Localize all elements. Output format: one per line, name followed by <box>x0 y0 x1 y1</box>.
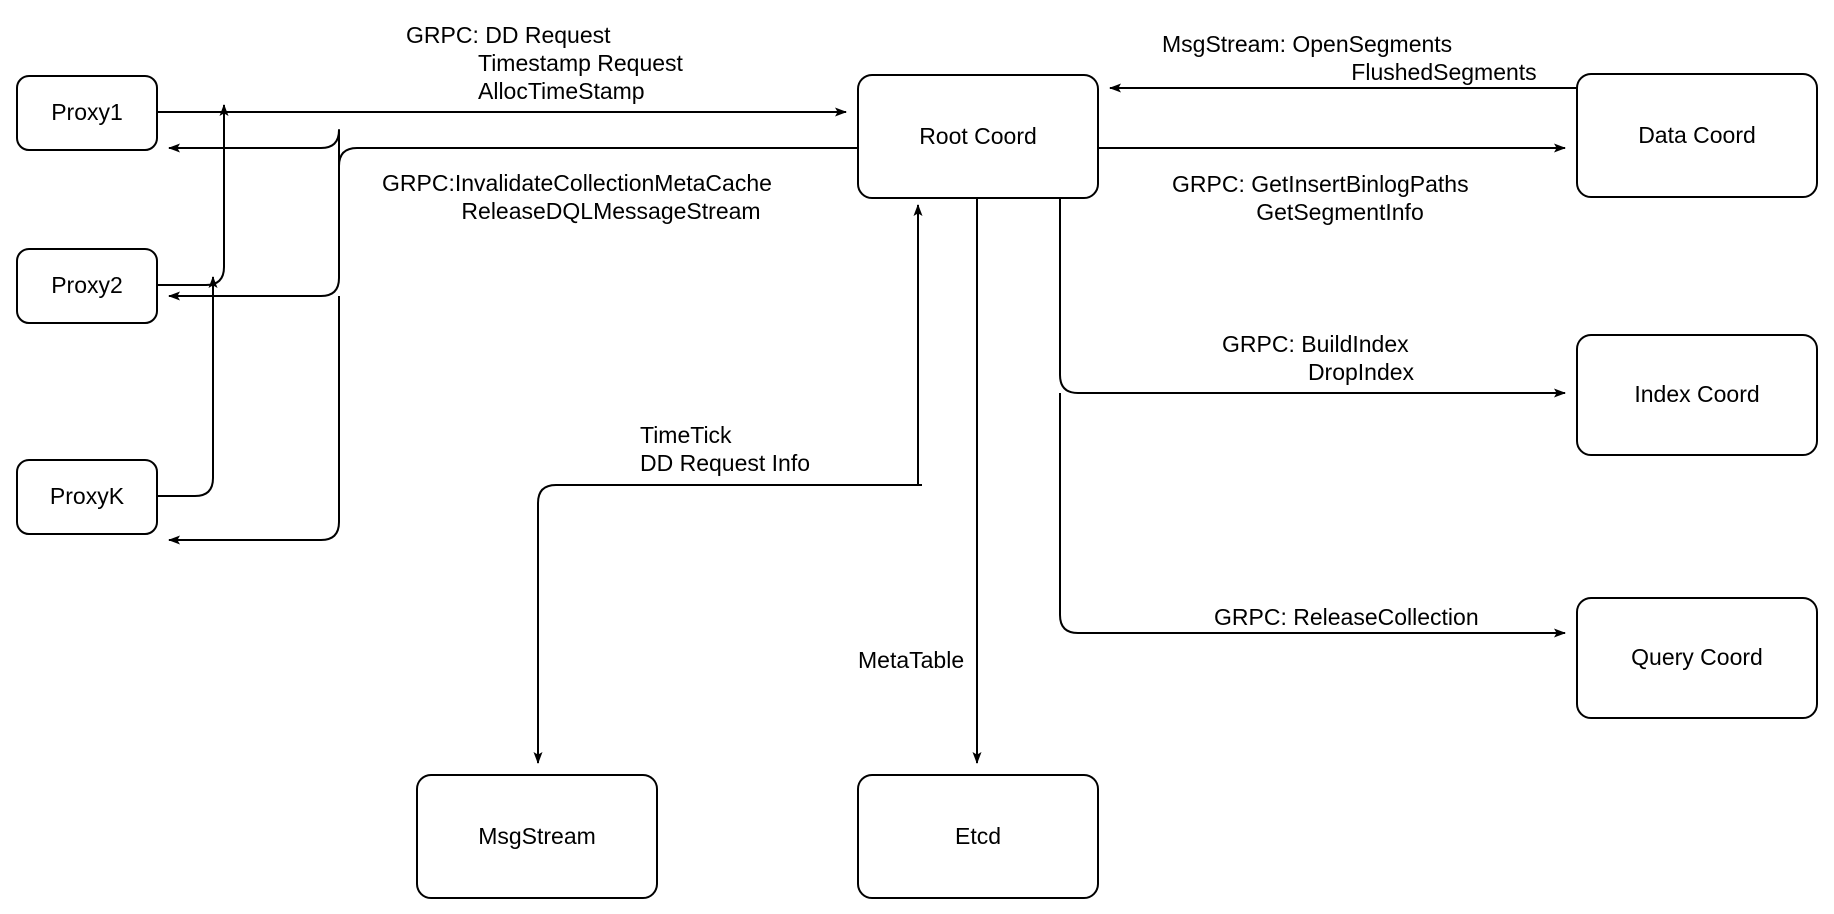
edge-rootcoord-to-msgstream <box>533 484 922 764</box>
node-etcd[interactable]: Etcd <box>857 774 1099 899</box>
label-rootcoord-to-indexcoord: GRPC: BuildIndex DropIndex <box>1222 331 1415 385</box>
label-rootcoord-to-proxy: GRPC:InvalidateCollectionMetaCache Relea… <box>382 170 772 224</box>
node-proxyk[interactable]: ProxyK <box>16 459 158 535</box>
label-rootcoord-to-msgstream-line2: DD Request Info <box>640 450 810 476</box>
node-root-coord-label: Root Coord <box>919 123 1037 149</box>
node-root-coord-shape[interactable] <box>857 74 1099 199</box>
node-etcd-shape[interactable] <box>857 774 1099 899</box>
node-index-coord-shape[interactable] <box>1576 334 1818 456</box>
label-rootcoord-to-msgstream: TimeTick DD Request Info <box>640 422 810 476</box>
node-index-coord[interactable]: Index Coord <box>1576 334 1818 456</box>
node-proxy1[interactable]: Proxy1 <box>16 75 158 151</box>
edge-proxy2-to-rootcoord <box>157 104 229 286</box>
label-rootcoord-to-etcd: MetaTable <box>858 647 964 673</box>
edge-rootcoord-to-querycoord <box>1059 393 1566 638</box>
label-proxy-to-rootcoord-line1: GRPC: DD Request <box>406 22 611 48</box>
label-rootcoord-to-datacoord-line2: GetSegmentInfo <box>1256 199 1424 225</box>
label-datacoord-to-rootcoord-line1: MsgStream: OpenSegments <box>1162 31 1452 57</box>
node-query-coord-label: Query Coord <box>1631 644 1763 670</box>
node-proxyk-shape[interactable] <box>16 459 158 535</box>
edge-rootcoord-to-proxy1 <box>168 129 858 167</box>
node-proxy1-label: Proxy1 <box>51 99 123 125</box>
node-root-coord[interactable]: Root Coord <box>857 74 1099 199</box>
label-datacoord-to-rootcoord-line2: FlushedSegments <box>1351 59 1536 85</box>
node-msgstream-label: MsgStream <box>478 823 596 849</box>
node-etcd-label: Etcd <box>955 823 1001 849</box>
label-rootcoord-to-datacoord: GRPC: GetInsertBinlogPaths GetSegmentInf… <box>1172 171 1469 225</box>
node-query-coord-shape[interactable] <box>1576 597 1818 719</box>
label-rootcoord-to-indexcoord-line2: DropIndex <box>1308 359 1415 385</box>
node-msgstream[interactable]: MsgStream <box>416 774 658 899</box>
node-msgstream-shape[interactable] <box>416 774 658 899</box>
label-rootcoord-to-datacoord-line1: GRPC: GetInsertBinlogPaths <box>1172 171 1469 197</box>
node-proxy2-shape[interactable] <box>16 248 158 324</box>
node-index-coord-label: Index Coord <box>1634 381 1759 407</box>
label-proxy-to-rootcoord-line3: AllocTimeStamp <box>478 78 645 104</box>
edge-rootcoord-to-indexcoord <box>1059 198 1566 398</box>
label-rootcoord-to-msgstream-line1: TimeTick <box>640 422 732 448</box>
edge-rootcoord-to-proxy2 <box>168 148 340 301</box>
node-proxy2-label: Proxy2 <box>51 272 123 298</box>
node-data-coord-label: Data Coord <box>1638 122 1756 148</box>
label-rootcoord-to-querycoord: GRPC: ReleaseCollection <box>1214 604 1479 630</box>
label-rootcoord-to-querycoord-line1: GRPC: ReleaseCollection <box>1214 604 1479 630</box>
label-rootcoord-to-etcd-line1: MetaTable <box>858 647 964 673</box>
label-rootcoord-to-indexcoord-line1: GRPC: BuildIndex <box>1222 331 1409 357</box>
node-proxy1-shape[interactable] <box>16 75 158 151</box>
label-rootcoord-to-proxy-line1: GRPC:InvalidateCollectionMetaCache <box>382 170 772 196</box>
label-proxy-to-rootcoord: GRPC: DD Request Timestamp Request Alloc… <box>406 22 684 104</box>
label-rootcoord-to-proxy-line2: ReleaseDQLMessageStream <box>461 198 760 224</box>
label-datacoord-to-rootcoord: MsgStream: OpenSegments FlushedSegments <box>1162 31 1537 85</box>
node-data-coord[interactable]: Data Coord <box>1576 73 1818 198</box>
node-proxy2[interactable]: Proxy2 <box>16 248 158 324</box>
edge-proxyk-to-rootcoord <box>157 276 218 497</box>
node-proxyk-label: ProxyK <box>50 483 125 509</box>
label-proxy-to-rootcoord-line2: Timestamp Request <box>478 50 684 76</box>
edge-rootcoord-to-proxyk <box>168 296 340 545</box>
node-data-coord-shape[interactable] <box>1576 73 1818 198</box>
node-query-coord[interactable]: Query Coord <box>1576 597 1818 719</box>
